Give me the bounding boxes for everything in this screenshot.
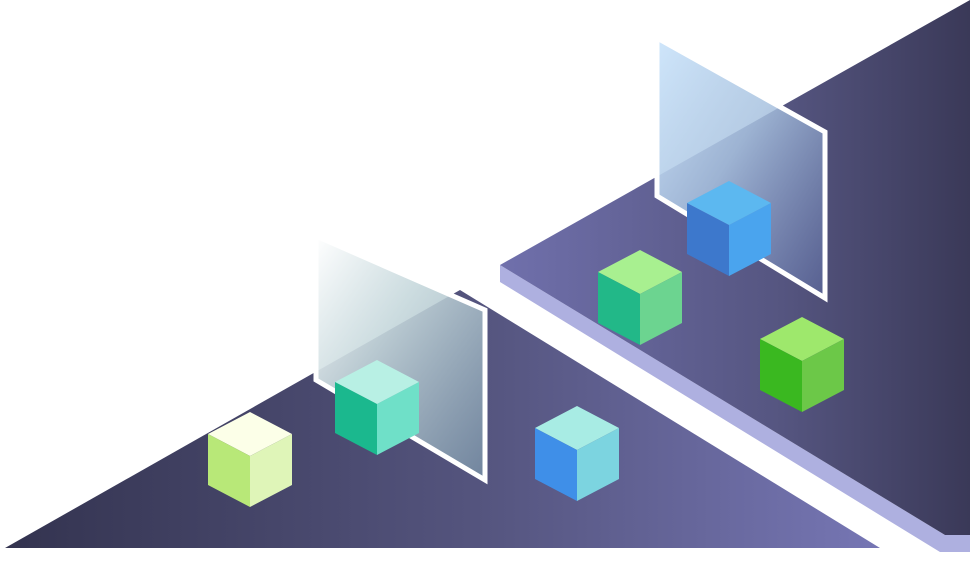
- cube-green-right-face: [640, 272, 682, 345]
- cube-teal-left-face: [335, 382, 377, 455]
- lower-glass-panel: [313, 232, 488, 485]
- upper-platform-side: [500, 265, 970, 552]
- cubes: [208, 181, 844, 507]
- cube-bright-green: [760, 317, 844, 412]
- cube-teal: [335, 360, 419, 455]
- cube-green: [598, 250, 682, 345]
- cube-bright-green-right-face: [802, 339, 844, 412]
- cube-green-left-face: [598, 272, 640, 345]
- cube-blue-teal-right-face: [577, 428, 619, 501]
- cube-teal-right-face: [377, 382, 419, 455]
- cube-blue: [687, 181, 771, 276]
- cube-blue-teal: [535, 406, 619, 501]
- cube-blue-left-face: [687, 203, 729, 276]
- upper-glass-panel: [654, 33, 828, 303]
- cube-blue-right-face: [729, 203, 771, 276]
- cube-yellow-green: [208, 412, 292, 507]
- cube-bright-green-left-face: [760, 339, 802, 412]
- cube-yellow-green-left-face: [208, 434, 250, 507]
- cube-yellow-green-right-face: [250, 434, 292, 507]
- cube-blue-teal-left-face: [535, 428, 577, 501]
